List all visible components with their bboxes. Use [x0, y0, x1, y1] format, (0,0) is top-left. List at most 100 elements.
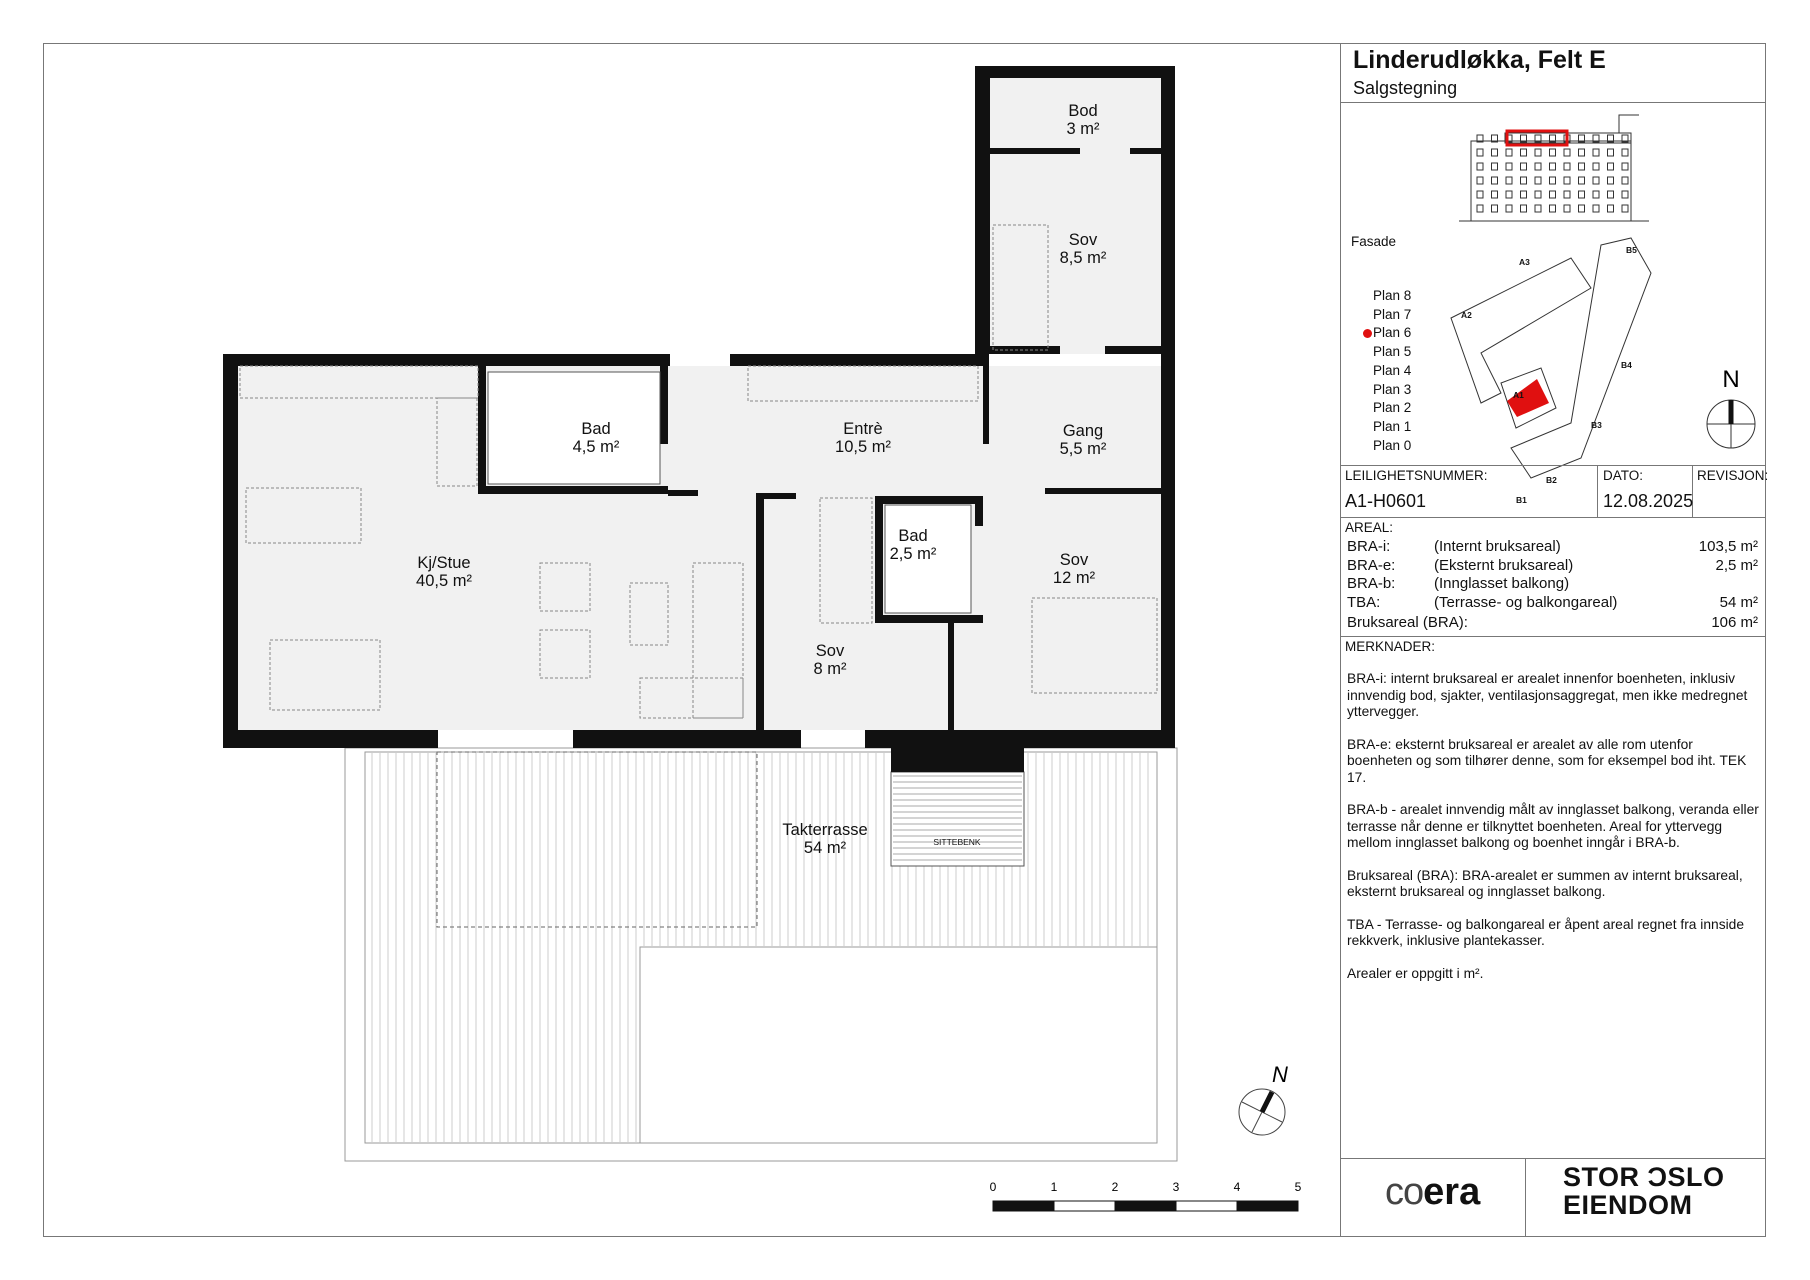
- furniture: [239, 224, 1158, 719]
- areal-total-label: Bruksareal (BRA):: [1347, 614, 1468, 631]
- drawing-type: Salgstegning: [1353, 78, 1458, 98]
- room-area: 8 m²: [814, 660, 848, 678]
- compass-icon: N: [1706, 366, 1756, 449]
- building-label: A3: [1519, 257, 1530, 267]
- note-paragraph: Bruksareal (BRA): BRA-arealet er summen …: [1347, 867, 1743, 900]
- note-paragraph: TBA - Terrasse- og balkongareal er åpent…: [1347, 916, 1745, 949]
- room-area: 5,5 m²: [1060, 440, 1107, 458]
- areal-label: AREAL:: [1345, 520, 1394, 535]
- plan-item[interactable]: Plan 4: [1373, 362, 1412, 378]
- room-name: Bad: [898, 527, 927, 545]
- room-name: Sov: [1060, 551, 1089, 569]
- plan-item[interactable]: Plan 1: [1373, 418, 1412, 434]
- building-label: B5: [1626, 245, 1637, 255]
- areal-total-value: 106 m²: [1711, 614, 1758, 631]
- north-label: N: [1272, 1062, 1288, 1087]
- scale-tick-label: 5: [1295, 1180, 1302, 1194]
- room-area: 3 m²: [1067, 120, 1101, 138]
- scale-bar: 0 1 2 3 4 5: [990, 1180, 1302, 1212]
- storoslo-logo-line: EIENDOM: [1563, 1190, 1693, 1220]
- note-paragraph: BRA-i: internt bruksareal er arealet inn…: [1347, 671, 1748, 719]
- building-label: B4: [1621, 360, 1632, 370]
- areal-row: BRA-e: (Eksternt bruksareal) 2,5 m²: [1347, 557, 1758, 575]
- note-paragraph: Arealer er oppgitt i m².: [1347, 965, 1484, 981]
- scale-segment: [992, 1200, 1055, 1212]
- coera-logo: coera: [1385, 1171, 1480, 1214]
- areal-row: BRA-i:(Internt bruksareal)103,5 m²: [1347, 538, 1758, 556]
- unit-highlight: [1505, 129, 1569, 147]
- room-name: Bad: [581, 420, 610, 438]
- building-label: B3: [1591, 420, 1602, 430]
- areal-desc: (Internt bruksareal): [1434, 538, 1561, 555]
- drawing-frame: [43, 43, 1766, 1237]
- notes-label: MERKNADER:: [1345, 639, 1436, 654]
- title-block: Linderudløkka, Felt E Salgstegning Fasad…: [1340, 43, 1769, 1237]
- room-name: Entrè: [843, 420, 882, 438]
- notes: BRA-i: internt bruksareal er arealet inn…: [1347, 671, 1761, 998]
- north-arrow-icon: N: [1238, 1062, 1288, 1136]
- scale-tick-label: 2: [1112, 1180, 1119, 1194]
- room-name: Kj/Stue: [417, 554, 470, 572]
- room-area: 40,5 m²: [416, 572, 472, 590]
- unit-number: A1-H0601: [1345, 491, 1427, 511]
- facade-drawing: [1459, 114, 1649, 222]
- room-name: Sov: [1069, 231, 1098, 249]
- building-label: A1: [1513, 390, 1524, 400]
- scale-tick-label: 4: [1234, 1180, 1241, 1194]
- areal-desc: (Terrasse- og balkongareal): [1434, 593, 1618, 611]
- unit-number-label: LEILIGHETSNUMMER:: [1345, 468, 1488, 483]
- room-area: 10,5 m²: [835, 438, 891, 456]
- walls: [223, 66, 1175, 772]
- areal-code: BRA-b:: [1347, 575, 1396, 592]
- coera-logo-part: era: [1423, 1171, 1481, 1213]
- areal-desc: (Eksternt bruksareal): [1434, 556, 1574, 574]
- revision-label: REVISJON:: [1697, 468, 1769, 483]
- plan-item[interactable]: Plan 3: [1373, 381, 1412, 397]
- areal-code: TBA:: [1347, 593, 1381, 611]
- date-label: DATO:: [1603, 468, 1644, 483]
- coera-logo-part: co: [1385, 1171, 1424, 1213]
- date-value: 12.08.2025: [1603, 491, 1694, 511]
- plan-item[interactable]: Plan 6: [1373, 325, 1412, 341]
- scale-tick-label: 0: [990, 1180, 997, 1194]
- plan-item[interactable]: Plan 0: [1373, 437, 1412, 453]
- bathroom-fixtures: [487, 371, 972, 614]
- plan-item[interactable]: Plan 8: [1373, 288, 1412, 303]
- scale-tick-label: 3: [1173, 1180, 1180, 1194]
- room-name: Bod: [1068, 102, 1097, 120]
- areal-desc: (Innglasset balkong): [1434, 575, 1570, 592]
- plan-item[interactable]: Plan 2: [1373, 400, 1412, 416]
- terrace: [344, 747, 1178, 1162]
- storoslo-logo-line: STOR ƆSLO: [1563, 1162, 1725, 1192]
- project-title: Linderudløkka, Felt E: [1353, 46, 1606, 74]
- areal-val: 2,5 m²: [1715, 556, 1758, 574]
- scale-segment: [1175, 1200, 1238, 1212]
- areal-row: BRA-b: (Innglasset balkong): [1347, 575, 1758, 593]
- plan-item[interactable]: Plan 7: [1373, 306, 1412, 322]
- areal-val: 54 m²: [1719, 593, 1758, 611]
- room-area: 4,5 m²: [573, 438, 620, 456]
- compass-north-label: N: [1722, 366, 1739, 393]
- areal-code: BRA-e:: [1347, 556, 1396, 574]
- room-area: 54 m²: [804, 839, 847, 857]
- scale-tick-label: 1: [1051, 1180, 1058, 1194]
- facade-label: Fasade: [1351, 234, 1397, 249]
- storoslo-logo: STOR ƆSLO EIENDOM: [1563, 1163, 1725, 1219]
- note-paragraph: BRA-e: eksternt bruksareal er arealet av…: [1347, 736, 1747, 785]
- scale-segment: [1053, 1200, 1116, 1212]
- active-plan-dot-icon: [1363, 329, 1372, 339]
- room-name: Sov: [816, 642, 845, 660]
- areal-total: Bruksareal (BRA): 106 m²: [1347, 614, 1758, 632]
- room-area: 2,5 m²: [890, 545, 937, 563]
- areal-row: TBA: (Terrasse- og balkongareal) 54 m²: [1347, 594, 1758, 612]
- plan-item[interactable]: Plan 5: [1373, 344, 1412, 360]
- room-name: Gang: [1063, 422, 1103, 440]
- room-name: Takterrasse: [782, 821, 867, 839]
- areal-val: 103,5 m²: [1698, 538, 1758, 555]
- scale-segment: [1114, 1200, 1177, 1212]
- building-label: B2: [1546, 475, 1557, 485]
- building-label: A2: [1461, 310, 1472, 320]
- room-area: 12 m²: [1053, 569, 1096, 587]
- room-fills: [238, 78, 1161, 730]
